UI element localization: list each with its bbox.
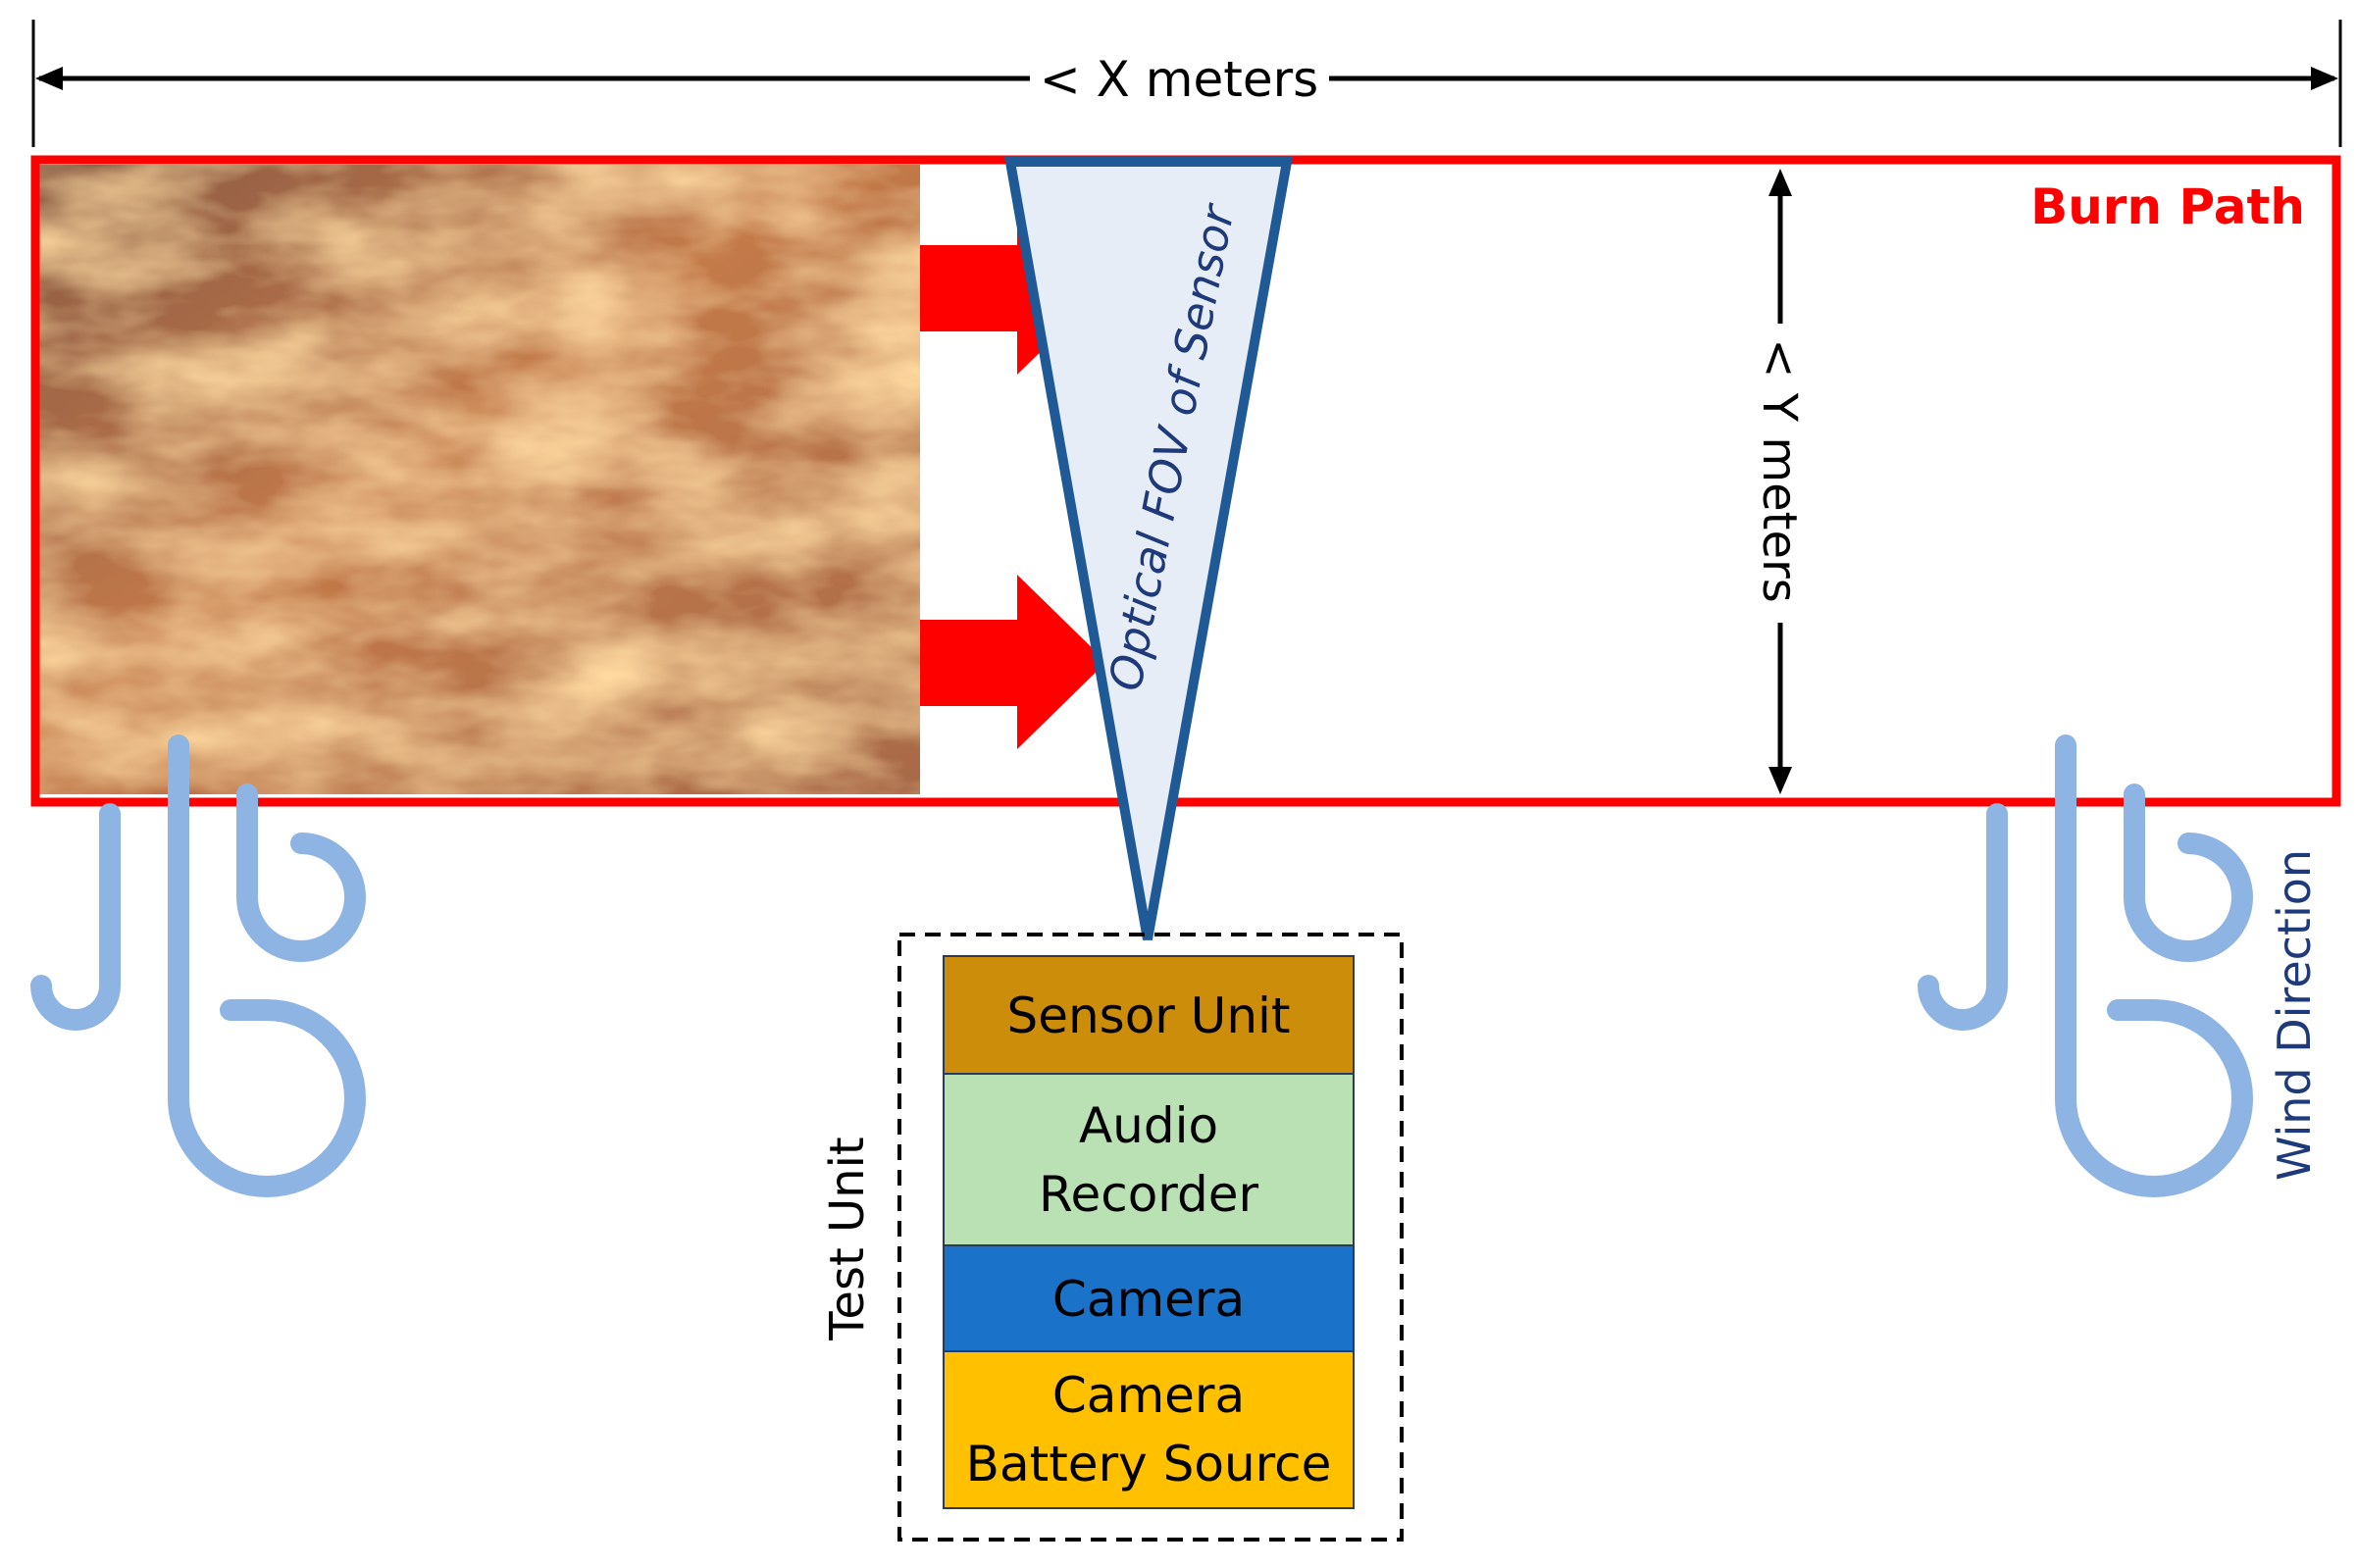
test-unit-boundary bbox=[897, 933, 1404, 1542]
fire-spread-arrow bbox=[920, 575, 1106, 749]
test-unit: Test Unit Sensor Unit Audio Recorder Cam… bbox=[820, 933, 1404, 1542]
sensor-unit-label: Sensor Unit bbox=[1006, 987, 1290, 1044]
camera-block bbox=[943, 1244, 1355, 1352]
audio-recorder-block bbox=[943, 1073, 1355, 1246]
test-unit-label: Test Unit bbox=[820, 1137, 875, 1341]
burn-path-label: Burn Path bbox=[2030, 178, 2305, 235]
camera-battery-block bbox=[943, 1350, 1355, 1509]
camera-label: Camera bbox=[1052, 1271, 1245, 1328]
optical-fov: Optical FOV of Sensor bbox=[1004, 157, 1293, 940]
wind-direction-label: Wind Direction bbox=[2268, 849, 2321, 1181]
y-dimension: < Y meters bbox=[1752, 169, 1807, 794]
x-dimension-label: < X meters bbox=[1040, 51, 1318, 108]
audio-recorder-label-line1: Audio bbox=[1079, 1097, 1218, 1154]
wind-icon bbox=[1918, 734, 2253, 1197]
camera-battery-label-line2: Battery Source bbox=[966, 1436, 1332, 1492]
audio-recorder-label-line2: Recorder bbox=[1039, 1166, 1259, 1223]
y-dimension-label: < Y meters bbox=[1752, 338, 1807, 602]
fire-region bbox=[39, 165, 920, 794]
camera-battery-label-line1: Camera bbox=[1052, 1367, 1245, 1424]
wind-icon bbox=[30, 734, 366, 1197]
sensor-unit-block bbox=[943, 955, 1355, 1075]
x-dimension: < X meters bbox=[31, 20, 2342, 147]
